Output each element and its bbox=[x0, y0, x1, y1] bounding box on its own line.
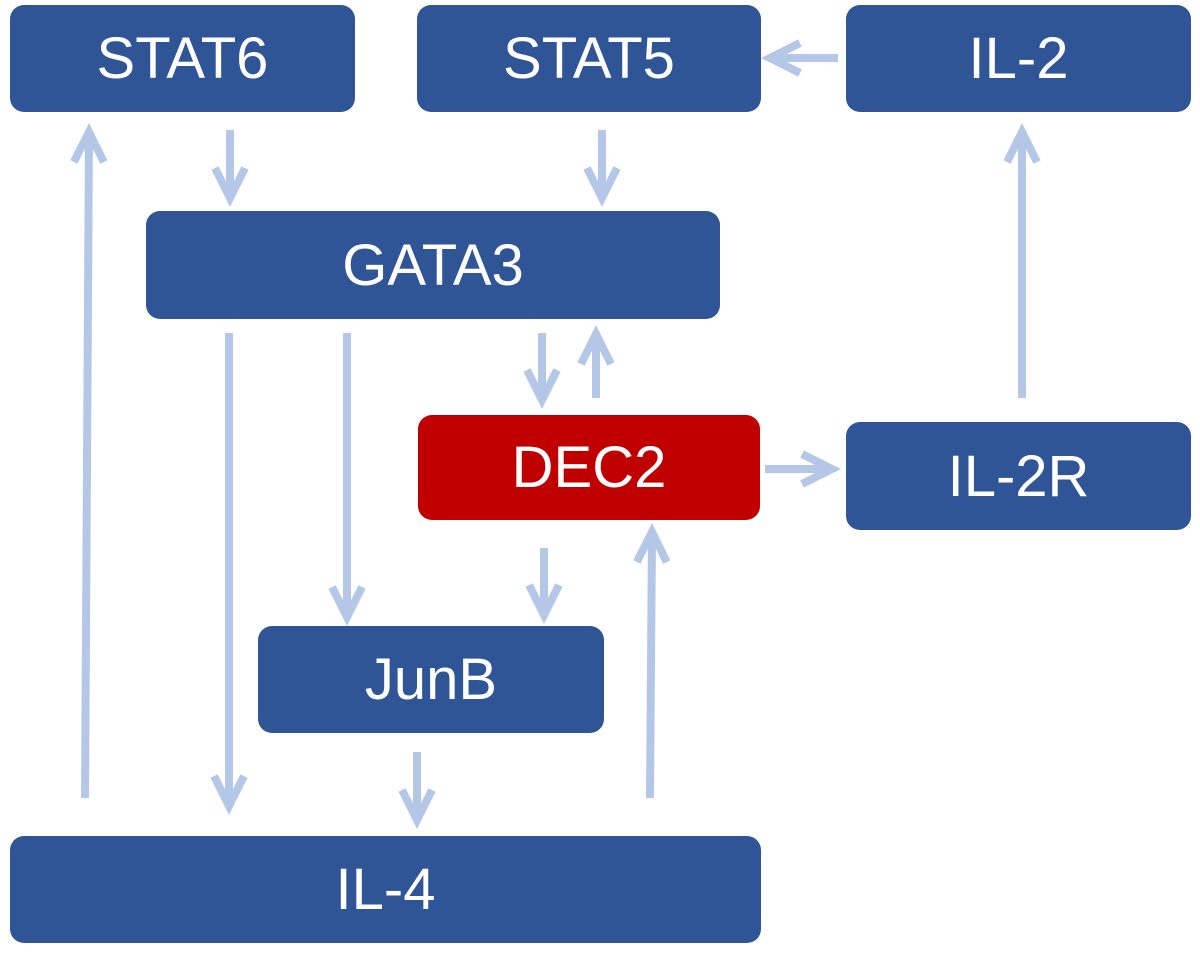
arrow-il-4-to-stat6 bbox=[70, 123, 108, 799]
arrow-head bbox=[70, 123, 108, 164]
arrow-dec2-to-junb bbox=[525, 548, 563, 624]
node-junb-label: JunB bbox=[364, 647, 498, 712]
node-il4-label: IL-4 bbox=[335, 857, 436, 922]
arrow-il-2-to-stat5 bbox=[761, 39, 838, 77]
arrow-head bbox=[583, 166, 621, 207]
node-stat5-label: STAT5 bbox=[503, 26, 675, 91]
arrow-gata3-to-il-4 bbox=[210, 333, 248, 815]
arrow-head bbox=[328, 585, 366, 626]
arrow-head bbox=[210, 774, 248, 815]
arrow-dec2-to-il-2r bbox=[765, 450, 841, 488]
node-il2r-label: IL-2R bbox=[947, 443, 1090, 509]
arrow-shaft bbox=[646, 534, 656, 799]
arrow-junb-to-il-4 bbox=[398, 752, 436, 829]
node-dec2-label: DEC2 bbox=[511, 435, 667, 500]
arrow-dec2-to-gata3 bbox=[577, 325, 615, 398]
arrow-head bbox=[398, 788, 436, 829]
arrow-gata3-to-dec2 bbox=[523, 333, 561, 409]
arrow-il-4-to-dec2 bbox=[633, 523, 671, 799]
arrow-head bbox=[525, 583, 563, 624]
node-il2: IL-2 bbox=[846, 5, 1191, 112]
node-il2r: IL-2R bbox=[846, 422, 1191, 530]
arrow-head bbox=[800, 450, 841, 488]
arrow-head bbox=[577, 325, 615, 366]
node-il4: IL-4 bbox=[10, 836, 761, 943]
node-stat6-label: STAT6 bbox=[96, 26, 269, 91]
node-gata3: GATA3 bbox=[146, 211, 720, 319]
node-stat5: STAT5 bbox=[417, 5, 761, 112]
node-stat6: STAT6 bbox=[10, 5, 355, 112]
arrow-stat5-to-gata3 bbox=[583, 130, 621, 207]
arrow-head bbox=[761, 39, 802, 77]
node-il2-label: IL-2 bbox=[968, 26, 1069, 91]
arrow-stat6-to-gata3 bbox=[211, 130, 249, 207]
arrow-head bbox=[211, 166, 249, 207]
arrow-il-2r-to-il-2 bbox=[1003, 123, 1041, 398]
arrow-gata3-to-junb bbox=[328, 333, 366, 626]
node-dec2: DEC2 bbox=[418, 415, 760, 520]
arrow-head bbox=[633, 523, 671, 564]
arrow-shaft bbox=[81, 134, 93, 799]
arrow-head bbox=[523, 368, 561, 409]
node-gata3-label: GATA3 bbox=[342, 232, 524, 298]
node-junb: JunB bbox=[258, 626, 604, 733]
arrow-head bbox=[1003, 123, 1041, 164]
